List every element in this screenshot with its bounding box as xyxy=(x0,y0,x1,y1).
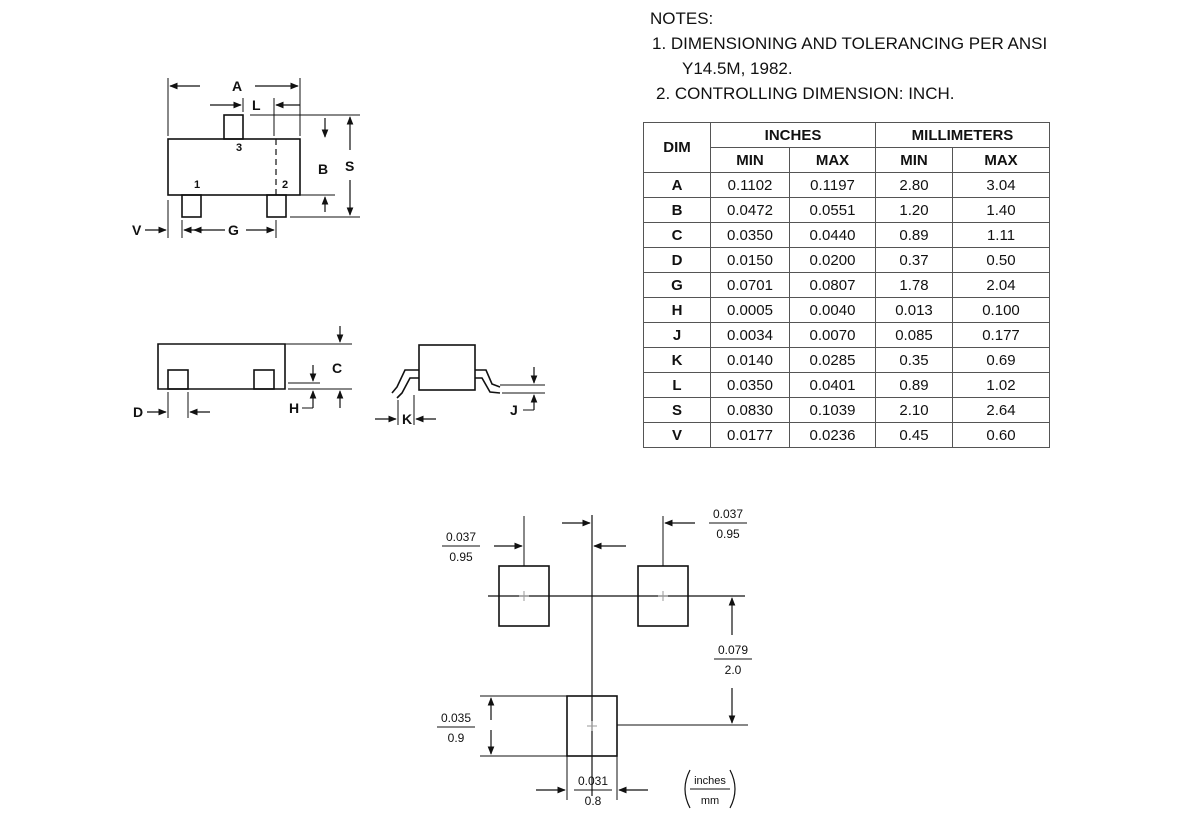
label-s: S xyxy=(345,158,354,174)
dim-code-cell: D xyxy=(643,247,711,273)
pad-height-mm: 0.9 xyxy=(448,731,465,745)
dim-value-cell: 0.0150 xyxy=(710,247,790,273)
dim-value-cell: 0.0236 xyxy=(789,422,876,448)
label-g: G xyxy=(228,222,239,238)
dim-value-cell: 0.085 xyxy=(875,322,953,348)
label-v: V xyxy=(132,222,142,238)
dim-value-cell: 1.78 xyxy=(875,272,953,298)
dim-value-cell: 2.10 xyxy=(875,397,953,423)
dim-value-cell: 0.0070 xyxy=(789,322,876,348)
pad-width-right-mm: 0.95 xyxy=(716,527,740,541)
pitch-inch: 0.079 xyxy=(718,643,748,657)
dim-value-cell: 1.11 xyxy=(952,222,1050,248)
pitch-mm: 2.0 xyxy=(725,663,742,677)
pad-width-right-inch: 0.037 xyxy=(713,507,743,521)
unit-legend-mm: mm xyxy=(701,795,719,807)
dim-value-cell: 0.0401 xyxy=(789,372,876,398)
dimension-table: DIM INCHES MILLIMETERS MIN MAX MIN MAX A… xyxy=(643,122,1050,448)
label-h: H xyxy=(289,400,299,416)
label-a: A xyxy=(232,78,242,94)
dim-value-cell: 0.1102 xyxy=(710,172,790,198)
dim-value-cell: 2.04 xyxy=(952,272,1050,298)
notes-block: NOTES: 1. DIMENSIONING AND TOLERANCING P… xyxy=(650,6,1047,106)
package-body xyxy=(167,138,301,196)
mm-max-header: MAX xyxy=(952,147,1050,173)
pin-3-number: 3 xyxy=(236,142,242,154)
dim-value-cell: 0.0701 xyxy=(710,272,790,298)
pin-1-lead xyxy=(181,194,202,218)
pin-3-lead xyxy=(223,114,244,140)
label-l: L xyxy=(252,97,261,113)
side-view xyxy=(147,326,352,418)
dim-value-cell: 1.02 xyxy=(952,372,1050,398)
end-view xyxy=(375,344,545,425)
mm-min-header: MIN xyxy=(875,147,953,173)
dim-value-cell: 0.0177 xyxy=(710,422,790,448)
dim-code-cell: B xyxy=(643,197,711,223)
unit-legend-inches: inches xyxy=(694,775,726,787)
dim-code-cell: H xyxy=(643,297,711,323)
pin-1-number: 1 xyxy=(194,179,200,191)
pad-width-left-inch: 0.037 xyxy=(446,530,476,544)
dim-value-cell: 0.0350 xyxy=(710,222,790,248)
dim-value-cell: 2.80 xyxy=(875,172,953,198)
note-1-cont: Y14.5M, 1982. xyxy=(682,59,793,78)
pad-width-bottom-inch: 0.031 xyxy=(578,774,608,788)
dim-value-cell: 0.37 xyxy=(875,247,953,273)
dim-value-cell: 0.0807 xyxy=(789,272,876,298)
label-b: B xyxy=(318,161,328,177)
label-d: D xyxy=(133,404,143,420)
top-view xyxy=(145,78,360,238)
dim-value-cell: 0.0350 xyxy=(710,372,790,398)
pin-2-number: 2 xyxy=(282,179,288,191)
dim-code-cell: C xyxy=(643,222,711,248)
inch-min-header: MIN xyxy=(710,147,790,173)
pad-height-inch: 0.035 xyxy=(441,711,471,725)
pad-width-left-mm: 0.95 xyxy=(449,550,473,564)
dim-value-cell: 1.40 xyxy=(952,197,1050,223)
note-1: 1. DIMENSIONING AND TOLERANCING PER ANSI xyxy=(652,34,1048,53)
note-2: 2. CONTROLLING DIMENSION: INCH. xyxy=(656,84,955,103)
dim-value-cell: 0.0440 xyxy=(789,222,876,248)
inch-max-header: MAX xyxy=(789,147,876,173)
notes-title: NOTES: xyxy=(650,9,714,28)
label-c: C xyxy=(332,360,342,376)
dim-code-cell: G xyxy=(643,272,711,298)
dim-header: DIM xyxy=(643,122,711,173)
dim-value-cell: 0.0140 xyxy=(710,347,790,373)
dim-value-cell: 0.013 xyxy=(875,297,953,323)
dim-value-cell: 0.35 xyxy=(875,347,953,373)
label-j: J xyxy=(510,402,518,418)
pin-2-lead xyxy=(266,194,287,218)
footprint-drawing xyxy=(437,515,752,809)
dim-value-cell: 0.0040 xyxy=(789,297,876,323)
pad-width-bottom-mm: 0.8 xyxy=(585,794,602,808)
dim-code-cell: L xyxy=(643,372,711,398)
label-k: K xyxy=(402,411,412,427)
millimeters-header: MILLIMETERS xyxy=(875,122,1050,148)
dim-value-cell: 0.60 xyxy=(952,422,1050,448)
